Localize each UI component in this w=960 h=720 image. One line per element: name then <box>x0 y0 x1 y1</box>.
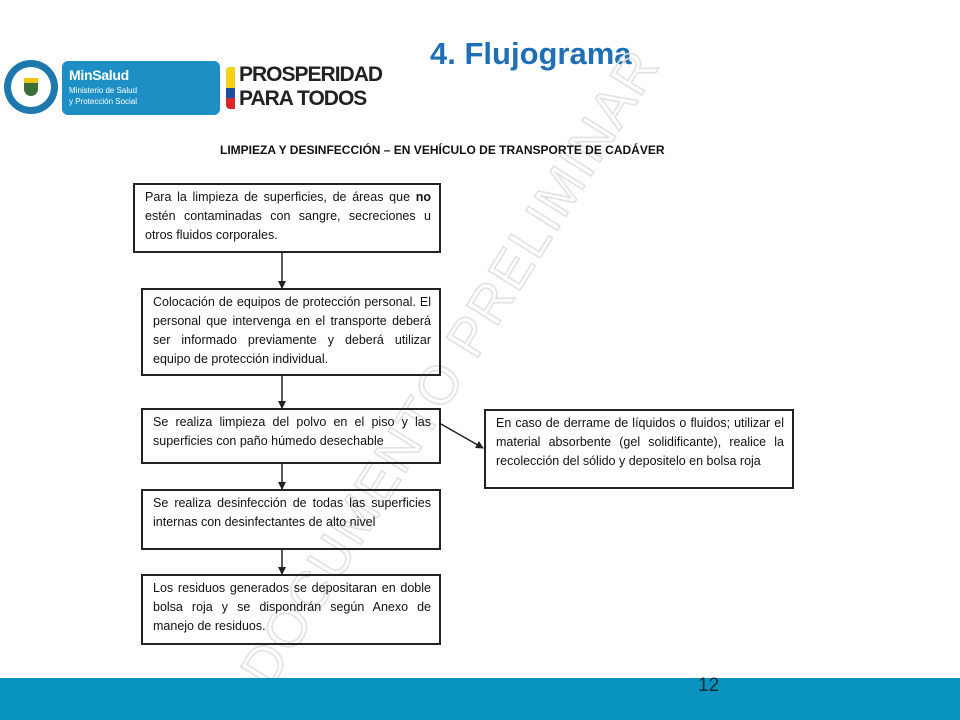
flow-side-note-text: En caso de derrame de líquidos o fluidos… <box>496 416 784 468</box>
minsalud-logo: MinSalud Ministerio de Salud y Protecció… <box>62 61 220 115</box>
flow-step-5-text: Los residuos generados se depositaran en… <box>153 581 431 633</box>
flow-step-2-text: Colocación de equipos de protección pers… <box>153 295 431 366</box>
flag-stripe-icon <box>226 67 235 109</box>
colombia-seal-logo <box>4 60 58 114</box>
minsalud-logo-line1: Ministerio de Salud <box>69 86 138 95</box>
minsalud-logo-line2: y Protección Social <box>69 97 138 106</box>
prosperidad-logo-line1: PROSPERIDAD <box>239 63 383 86</box>
arrow-step3-to-side-note <box>440 423 484 449</box>
prosperidad-logo-line2: PARA TODOS <box>239 87 367 110</box>
slide-title: 4. Flujograma <box>430 36 632 71</box>
diagram-heading: LIMPIEZA Y DESINFECCIÓN – EN VEHÍCULO DE… <box>220 143 665 157</box>
flow-step-1-emphasis: no <box>415 190 431 204</box>
flow-step-1-text-end: estén contaminadas con sangre, secrecion… <box>145 209 431 242</box>
flow-step-4: Se realiza desinfección de todas las sup… <box>141 489 441 550</box>
flow-step-5: Los residuos generados se depositaran en… <box>141 574 441 645</box>
flow-side-note: En caso de derrame de líquidos o fluidos… <box>484 409 794 489</box>
minsalud-logo-name: MinSalud <box>69 67 129 83</box>
page-number: 12 <box>698 675 720 696</box>
flow-step-3: Se realiza limpieza del polvo en el piso… <box>141 408 441 464</box>
flow-step-1-text-start: Para la limpieza de superficies, de área… <box>145 190 416 204</box>
flow-step-4-text: Se realiza desinfección de todas las sup… <box>153 496 431 529</box>
flow-step-2: Colocación de equipos de protección pers… <box>141 288 441 376</box>
footer-bar <box>0 678 960 720</box>
flow-step-1: Para la limpieza de superficies, de área… <box>133 183 441 253</box>
flow-step-3-text: Se realiza limpieza del polvo en el piso… <box>153 415 431 448</box>
